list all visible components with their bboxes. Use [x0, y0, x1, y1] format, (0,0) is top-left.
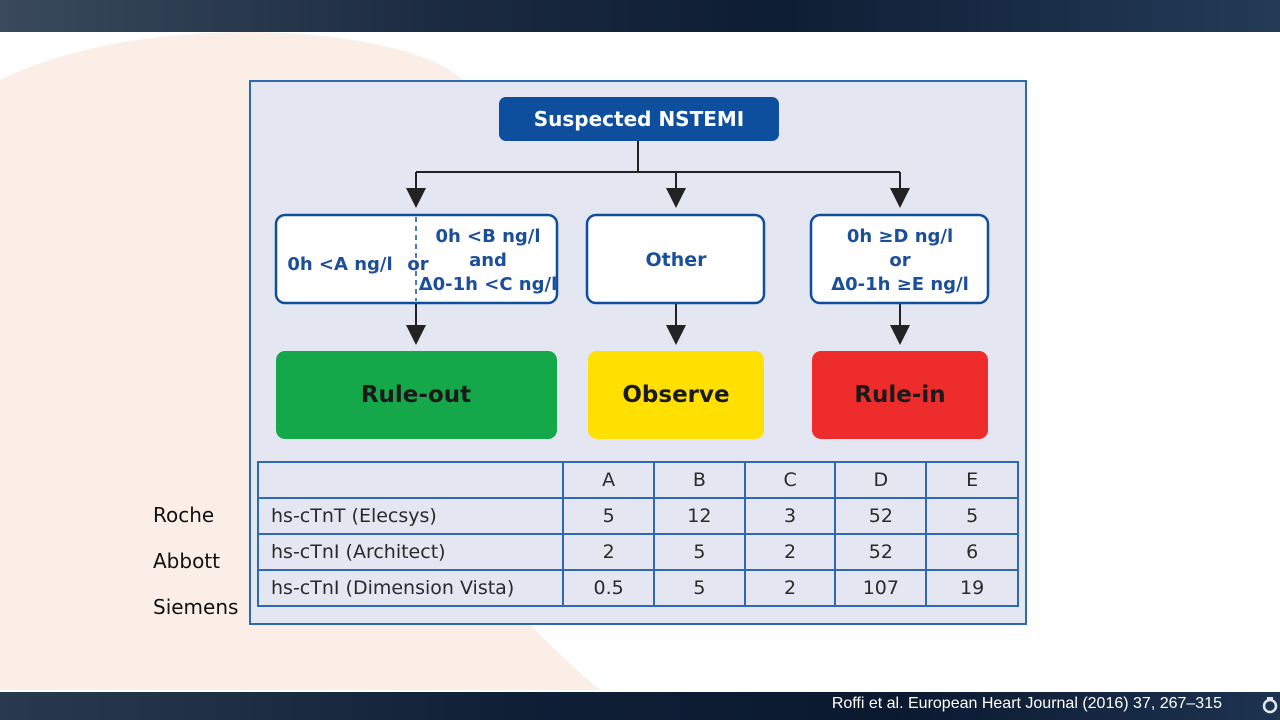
citation-text: Roffi et al. European Heart Journal (201…: [831, 695, 1222, 712]
connector-lines: [406, 140, 910, 345]
rule-out-criteria-box: [274, 213, 559, 305]
table-header-cell: E: [925, 461, 1019, 499]
criteria-a: 0h <A ng/l: [287, 254, 392, 275]
table-cell: 3: [743, 497, 837, 535]
other-criteria-box: [585, 213, 766, 305]
table-cell: 5: [925, 497, 1019, 535]
observe-label: Observe: [622, 382, 729, 408]
criteria-e: Δ0-1h ≥E ng/l: [831, 274, 969, 295]
criteria-b: 0h <B ng/l: [435, 226, 540, 247]
root-node-box: [499, 97, 779, 141]
slide-corner-icon: [1262, 697, 1278, 714]
table-header-cell: C: [743, 461, 837, 499]
table-cell: 107: [834, 569, 928, 607]
rule-in-box: [812, 351, 988, 439]
vendor-label-abbott: Abbott: [153, 549, 220, 573]
assay-name: hs-cTnI (Architect): [256, 533, 565, 571]
criteria-c: Δ0-1h <C ng/l: [419, 274, 558, 295]
bottom-banner: [0, 692, 1280, 720]
table-cell: 52: [834, 497, 928, 535]
table-cell: 5: [653, 533, 746, 571]
table-cell: 12: [653, 497, 746, 535]
vendor-label-siemens: Siemens: [153, 595, 239, 619]
table-cell: 2: [743, 569, 837, 607]
rule-in-label: Rule-in: [854, 382, 945, 408]
table-cell: 2: [562, 533, 656, 571]
criteria-or-left: or: [407, 254, 428, 275]
rule-in-criteria-box: [809, 213, 990, 305]
table-row: hs-cTnI (Dimension Vista) 0.5 5 2 107 19: [256, 569, 1019, 607]
rule-out-label: Rule-out: [361, 382, 471, 408]
table-row: hs-cTnT (Elecsys) 5 12 3 52 5: [256, 497, 1019, 535]
criteria-other: Other: [645, 249, 707, 271]
table-cell: 5: [653, 569, 746, 607]
top-banner: [0, 0, 1280, 32]
table-header-row: A B C D E: [256, 461, 1019, 499]
table-header-cell: D: [834, 461, 928, 499]
table-header-cell: [256, 461, 565, 499]
table-header-cell: B: [653, 461, 746, 499]
vendor-label-roche: Roche: [153, 503, 215, 527]
table-cell: 0.5: [562, 569, 656, 607]
criteria-d: 0h ≥D ng/l: [847, 226, 953, 247]
root-node-label: Suspected NSTEMI: [534, 107, 744, 131]
criteria-or-right: or: [889, 250, 910, 271]
cutoff-table: A B C D E hs-cTnT (Elecsys) 5 12 3 52 5 …: [256, 461, 1019, 607]
criteria-and: and: [469, 250, 507, 271]
table-cell: 52: [834, 533, 928, 571]
table-header-cell: A: [562, 461, 656, 499]
table-row: hs-cTnI (Architect) 2 5 2 52 6: [256, 533, 1019, 571]
table-cell: 5: [562, 497, 656, 535]
table-cell: 6: [925, 533, 1019, 571]
table-cell: 2: [743, 533, 837, 571]
assay-name: hs-cTnT (Elecsys): [256, 497, 565, 535]
table-cell: 19: [925, 569, 1019, 607]
observe-box: [588, 351, 764, 439]
rule-out-box: [276, 351, 557, 439]
assay-name: hs-cTnI (Dimension Vista): [256, 569, 565, 607]
